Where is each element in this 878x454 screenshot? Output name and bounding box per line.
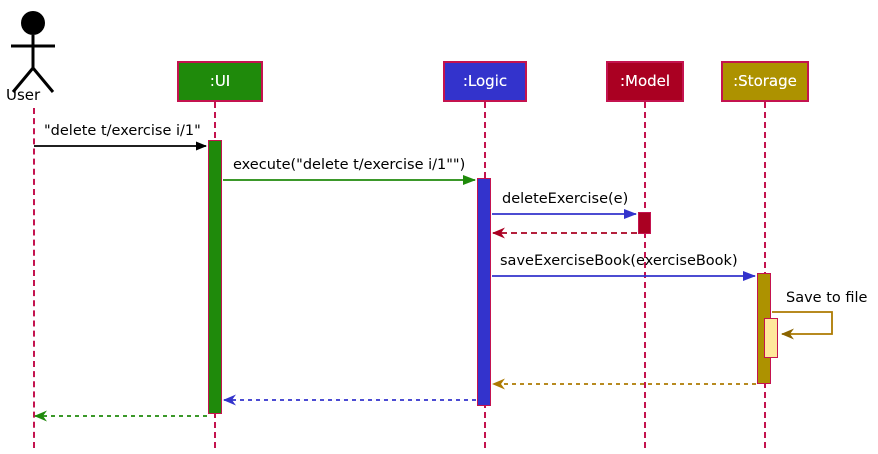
activation-bar-model bbox=[638, 212, 651, 234]
activation-bar-ui bbox=[208, 140, 222, 414]
message-label-user-to-ui: "delete t/exercise i/1" bbox=[44, 123, 201, 139]
participant-label-logic: :Logic bbox=[462, 72, 508, 90]
message-self-call-storage bbox=[772, 311, 833, 340]
message-label-logic-to-storage: saveExerciseBook(exerciseBook) bbox=[500, 253, 738, 269]
participant-box-ui[interactable]: :UI bbox=[177, 61, 263, 102]
participant-box-model[interactable]: :Model bbox=[606, 61, 684, 102]
actor-stick-figure bbox=[11, 11, 55, 93]
message-label-storage-self-call: Save to file bbox=[786, 290, 868, 306]
participant-box-storage[interactable]: :Storage bbox=[721, 61, 809, 102]
lifeline-user bbox=[33, 108, 35, 448]
activation-bar-storage-nested bbox=[764, 318, 778, 358]
message-label-logic-to-model: deleteExercise(e) bbox=[502, 191, 629, 207]
actor-label-user: User bbox=[6, 86, 41, 104]
participant-label-model: :Model bbox=[619, 72, 671, 90]
actor-head-icon bbox=[21, 11, 45, 35]
participant-label-storage: :Storage bbox=[733, 72, 797, 90]
participant-box-logic[interactable]: :Logic bbox=[443, 61, 527, 102]
lifeline-model bbox=[644, 102, 646, 448]
participant-label-ui: :UI bbox=[209, 72, 231, 90]
message-label-ui-to-logic: execute("delete t/exercise i/1"") bbox=[233, 157, 466, 173]
activation-bar-logic bbox=[477, 178, 491, 406]
